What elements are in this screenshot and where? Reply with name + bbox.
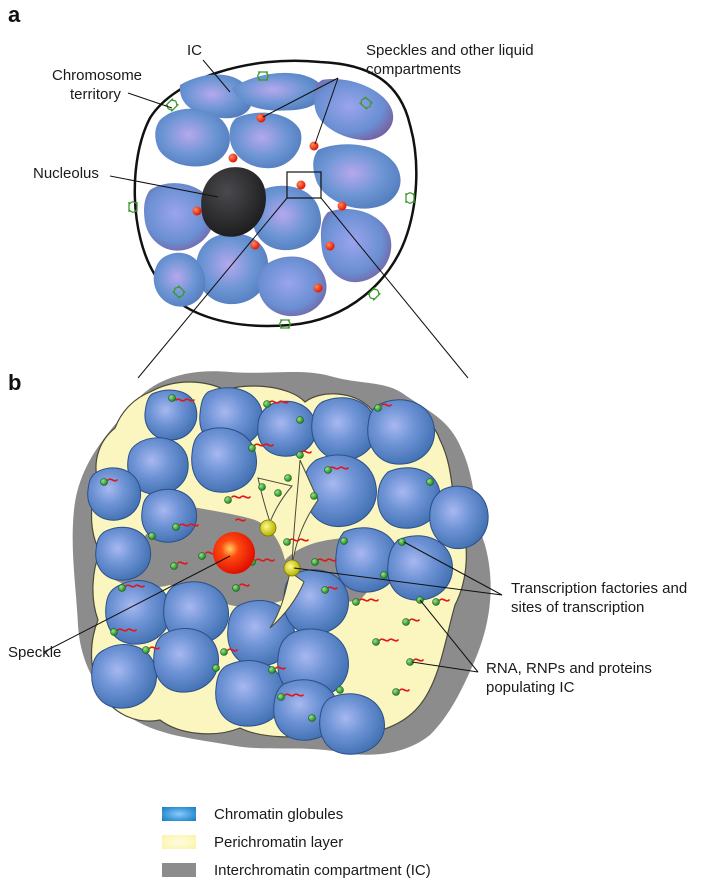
rna-label-1: RNA, RNPs and proteins xyxy=(486,660,652,677)
transcription-factory-1 xyxy=(260,520,276,536)
legend-item-perichromatin: Perichromatin layer xyxy=(162,828,522,856)
chromosome-territory-label-2: territory xyxy=(70,86,121,103)
ic-label: IC xyxy=(187,42,202,59)
legend-item-chromatin: Chromatin globules xyxy=(162,800,522,828)
legend-swatch-perichromatin xyxy=(162,835,196,849)
chromosome-territory-label-1: Chromosome xyxy=(52,67,142,84)
speckles-label-1: Speckles and other liquid xyxy=(366,42,534,59)
legend-label-chromatin: Chromatin globules xyxy=(214,806,343,823)
legend-label-interchromatin: Interchromatin compartment (IC) xyxy=(214,862,431,879)
legend-swatch-interchromatin xyxy=(162,863,196,877)
speckles-label-2: compartments xyxy=(366,61,461,78)
legend-swatch-chromatin xyxy=(162,807,196,821)
nucleus xyxy=(129,61,416,328)
panel-a-letter: a xyxy=(8,2,21,27)
factories-label-2: sites of transcription xyxy=(511,599,644,616)
legend-label-perichromatin: Perichromatin layer xyxy=(214,834,343,851)
factories-label-1: Transcription factories and xyxy=(511,580,687,597)
nucleolus-label: Nucleolus xyxy=(33,165,99,182)
speckle-b xyxy=(213,532,255,574)
nucleus-diagram: a xyxy=(0,0,710,790)
speckle-label: Speckle xyxy=(8,644,61,661)
rna-label-2: populating IC xyxy=(486,679,575,696)
legend: Chromatin globules Perichromatin layer I… xyxy=(162,800,522,884)
legend-item-interchromatin: Interchromatin compartment (IC) xyxy=(162,856,522,884)
panel-b-letter: b xyxy=(8,370,21,395)
